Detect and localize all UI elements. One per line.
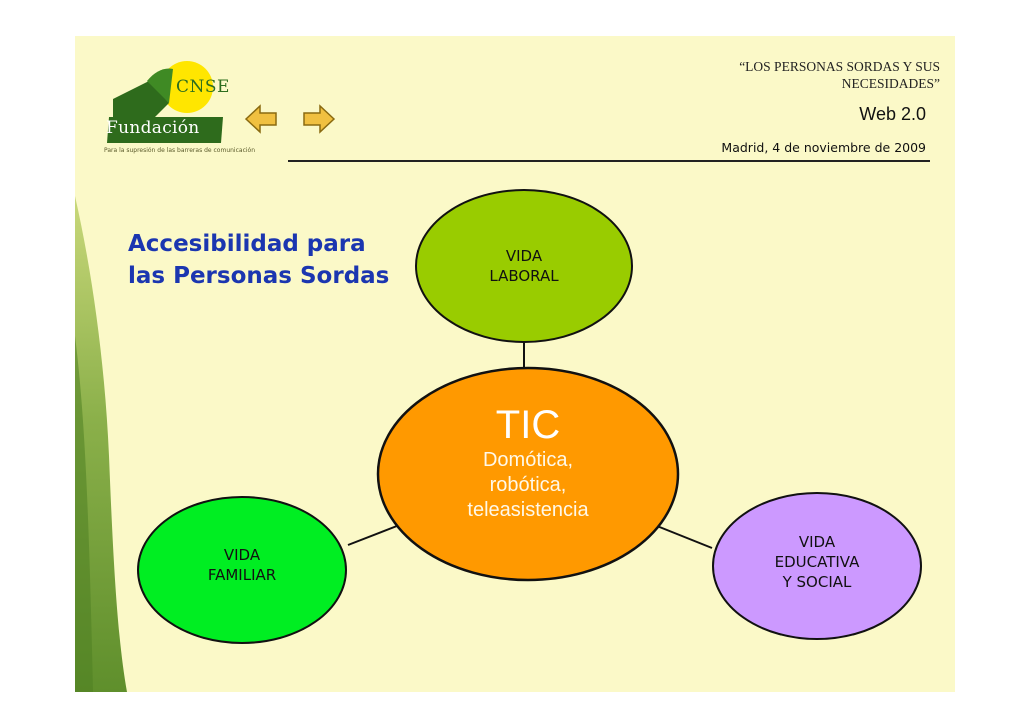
node-laboral-line: VIDA <box>505 247 543 265</box>
node-ellipse-familiar <box>137 496 347 644</box>
center-node-tic: TIC Domótica, robótica, teleasistencia <box>428 402 628 523</box>
node-ellipse-laboral <box>415 189 633 343</box>
node-familiar: VIDA FAMILIAR <box>162 545 322 585</box>
logo <box>103 51 233 171</box>
right-arrow-icon <box>303 104 336 134</box>
left-arrow-icon <box>244 104 277 134</box>
node-laboral-line: LABORAL <box>489 267 559 285</box>
node-educativa-line: EDUCATIVA <box>774 553 860 571</box>
logo-graphic <box>107 61 223 143</box>
node-educativa: VIDA EDUCATIVA Y SOCIAL <box>737 532 897 592</box>
connector-right <box>651 523 713 549</box>
node-familiar-line: FAMILIAR <box>207 566 277 584</box>
node-ellipse-educativa <box>712 492 922 640</box>
node-laboral: VIDA LABORAL <box>444 246 604 286</box>
center-line: Domótica, <box>482 449 574 471</box>
slide-title: Accesibilidad para las Personas Sordas <box>128 231 390 289</box>
connector-left <box>347 523 403 546</box>
previous-slide-button[interactable] <box>244 104 278 134</box>
logo-tagline: Para la supresión de las barreras de com… <box>104 147 256 154</box>
logo-org-name: Fundación <box>106 118 200 138</box>
node-educativa-line: VIDA <box>798 533 836 551</box>
green-swoosh-decoration <box>75 196 127 692</box>
header-divider <box>288 160 930 162</box>
node-educativa-line: Y SOCIAL <box>782 573 852 591</box>
center-line: teleasistencia <box>467 499 589 521</box>
center-line: robótica, <box>489 474 567 496</box>
logo-badge-text: CNSE <box>176 77 230 97</box>
header-date: Madrid, 4 de noviembre de 2009 <box>721 140 926 155</box>
header-subtitle: Web 2.0 <box>859 104 926 124</box>
next-slide-button[interactable] <box>302 104 336 134</box>
header-quote: “LOS PERSONAS SORDAS Y SUS NECESIDADES” <box>739 59 940 91</box>
center-title: TIC <box>495 403 561 447</box>
node-familiar-line: VIDA <box>223 546 261 564</box>
center-ellipse-tic <box>376 366 680 582</box>
